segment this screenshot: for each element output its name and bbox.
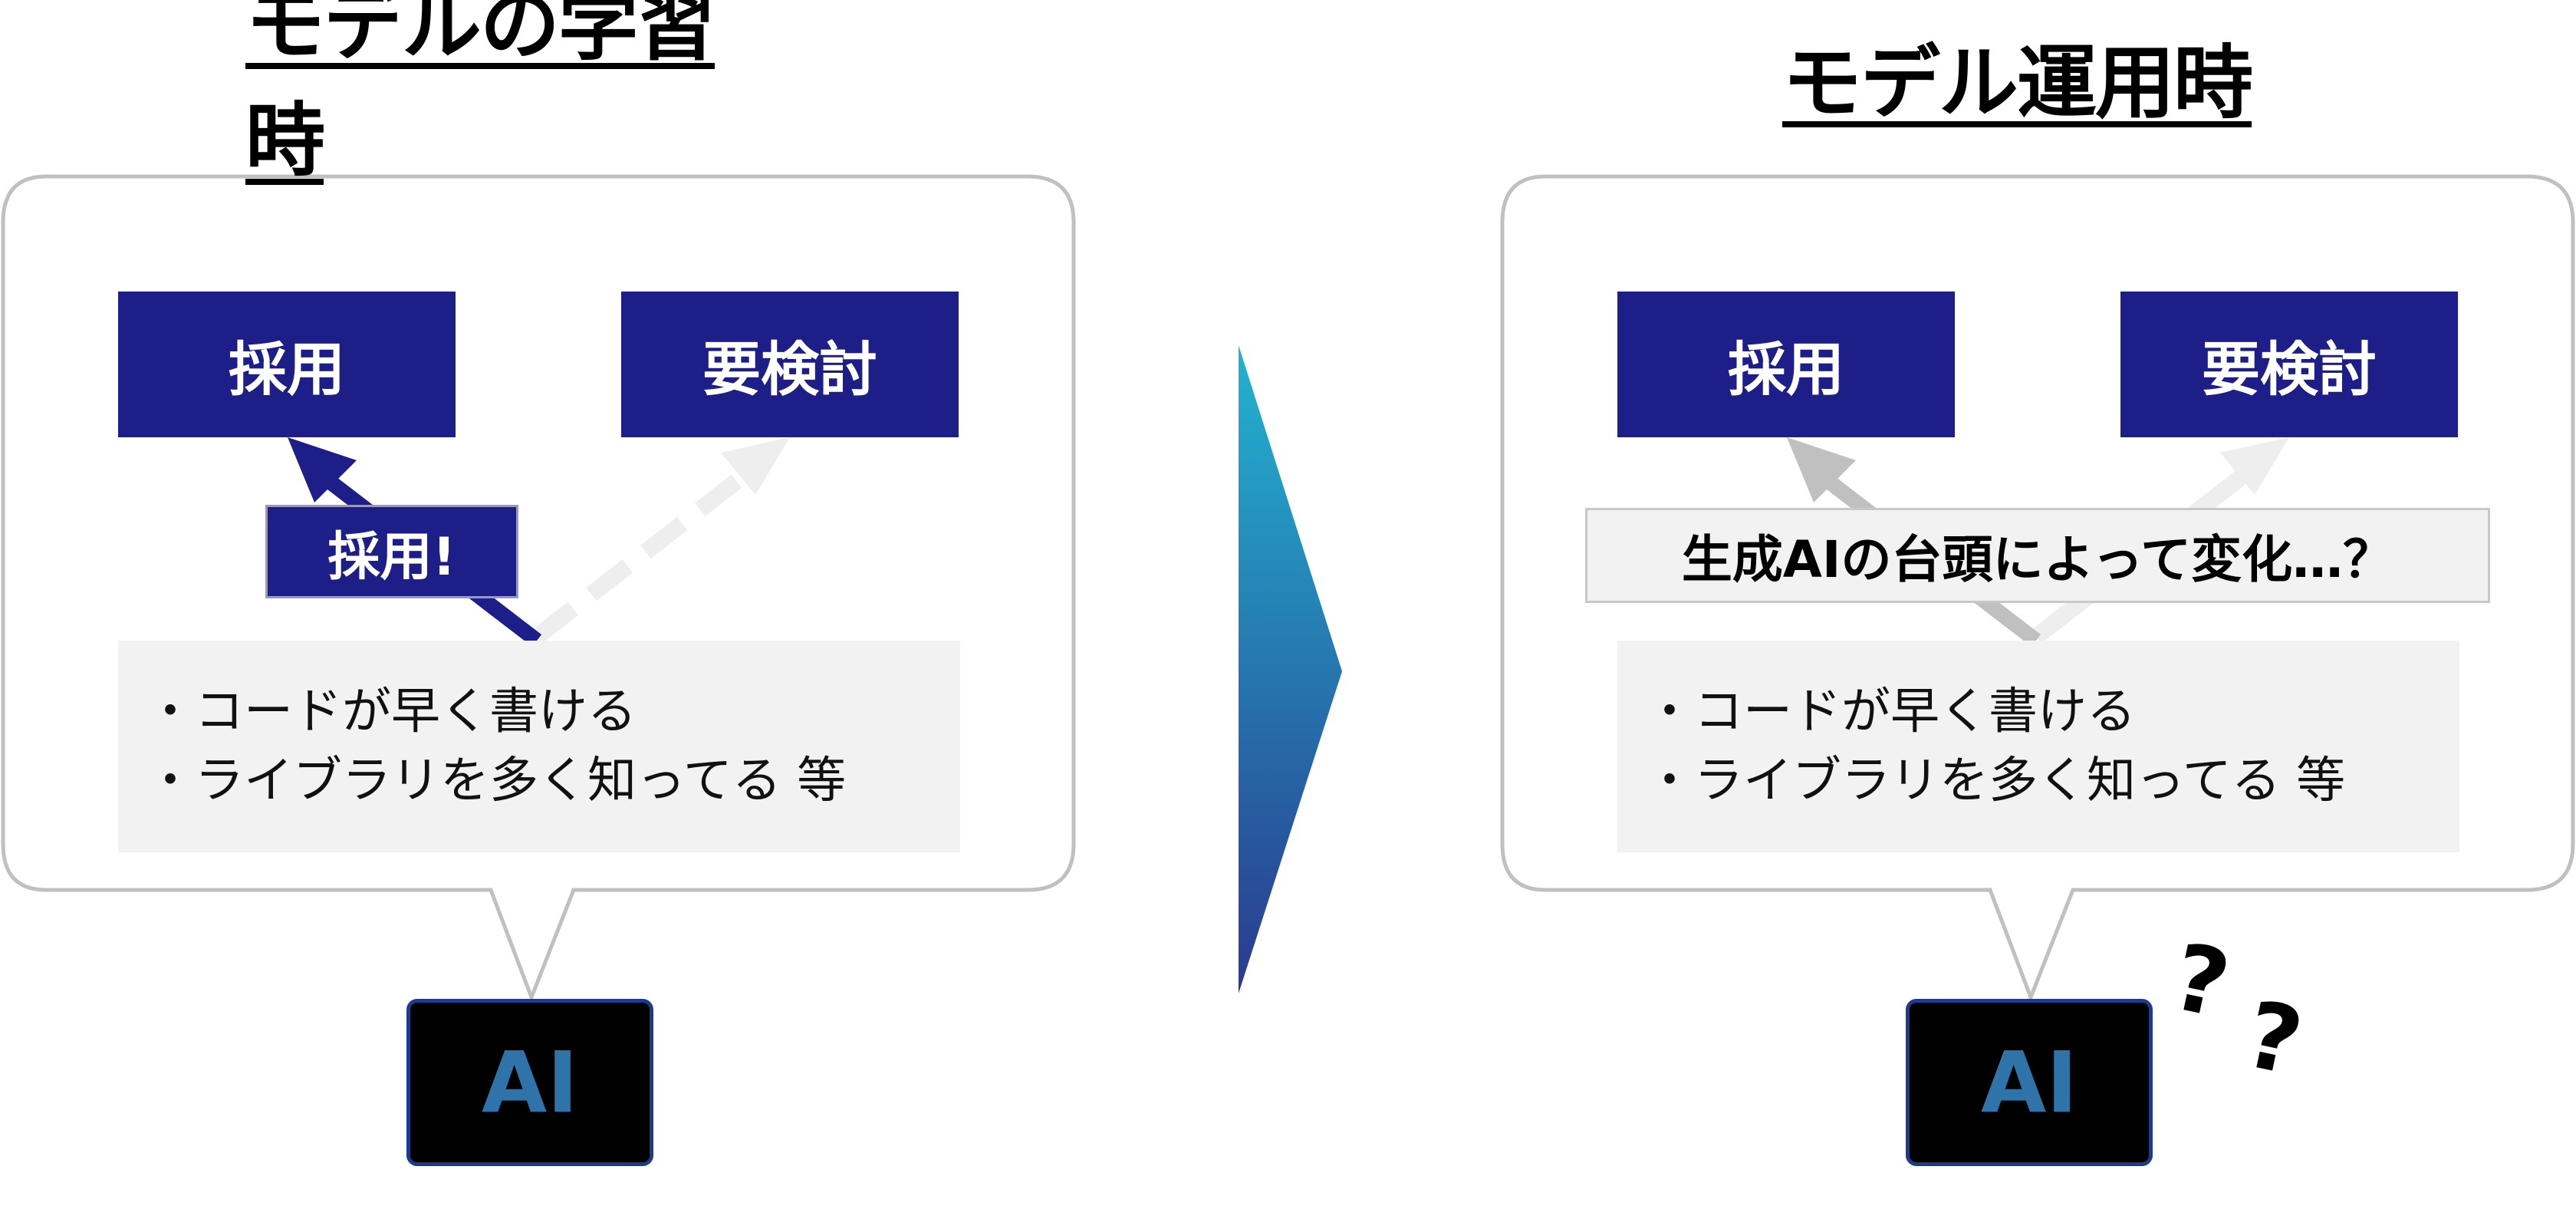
list-item: ・コードが早く書ける — [1645, 684, 2136, 740]
left-adopt-box: 採用 — [118, 292, 456, 437]
left-title: モデルの学習時 — [245, 0, 716, 187]
right-title: モデル運用時 — [1781, 35, 2253, 130]
left-review-box: 要検討 — [621, 292, 959, 437]
transition-arrow — [1239, 345, 1342, 993]
list-item: ・コードが早く書ける — [146, 684, 637, 740]
left-decision-label: 採用! — [265, 505, 518, 598]
list-item: ・ライブラリを多く知ってる 等 — [1645, 753, 2346, 809]
left-dashed-arrow — [531, 437, 790, 644]
right-adopt-box: 採用 — [1617, 292, 1955, 437]
right-review-box: 要検討 — [2120, 292, 2458, 437]
right-skill-list: ・コードが早く書ける ・ライブラリを多く知ってる 等 — [1617, 641, 2459, 852]
right-panel: モデル運用時 採用 要検討 生成AIの台頭によって変化…？ ・コードが早く書ける… — [1499, 0, 2576, 1206]
right-change-label: 生成AIの台頭によって変化…？ — [1585, 508, 2490, 603]
left-ai-chip: AI — [406, 999, 653, 1166]
left-skill-list: ・コードが早く書ける ・ライブラリを多く知ってる 等 — [118, 641, 960, 852]
list-item: ・ライブラリを多く知ってる 等 — [146, 753, 847, 809]
right-ai-chip: AI — [1906, 999, 2153, 1166]
left-panel: モデルの学習時 採用 要検討 採用! ・コードが早く書ける ・ライブラリを多く知… — [0, 0, 1081, 1206]
